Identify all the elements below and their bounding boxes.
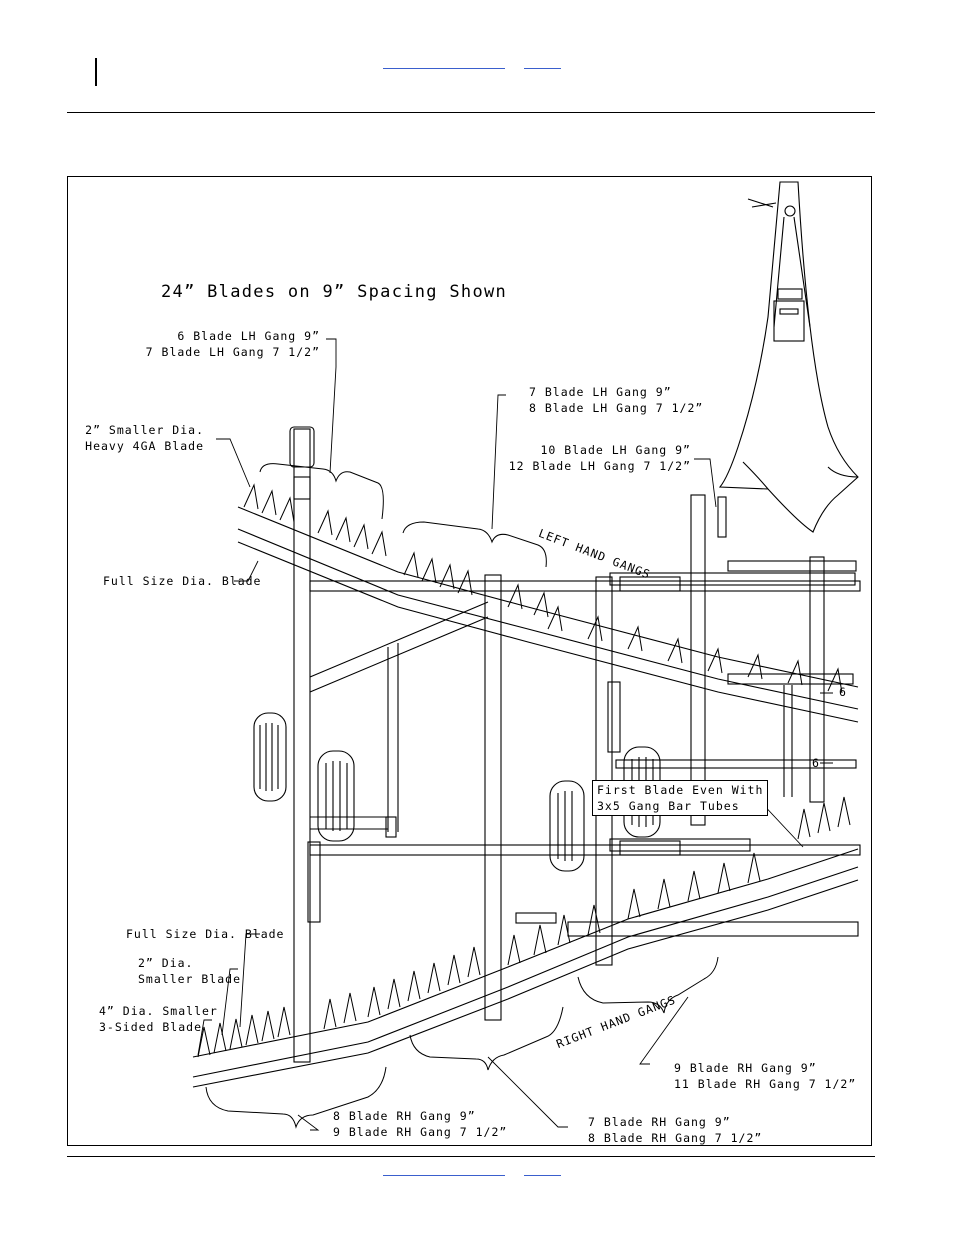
footer-rule bbox=[67, 1156, 875, 1157]
cylinders bbox=[289, 426, 727, 924]
label-lh6-gang-line1: 6 Blade LH Gang 9” bbox=[177, 329, 320, 343]
label-four-dia-line2: 3-Sided Blade bbox=[99, 1020, 203, 1034]
footer-link-left[interactable] bbox=[383, 1175, 505, 1176]
header-rule bbox=[67, 112, 875, 113]
label-lh10-gang-line2: 12 Blade LH Gang 7 1/2” bbox=[508, 459, 691, 473]
gang-braces bbox=[205, 463, 719, 1129]
label-full-size-blade-bottom: Full Size Dia. Blade bbox=[126, 927, 285, 941]
label-full-size-blade-top: Full Size Dia. Blade bbox=[103, 574, 262, 588]
label-first-blade-line1: First Blade Even With bbox=[597, 783, 764, 797]
header-margin-bar bbox=[95, 58, 97, 86]
figure-title: 24” Blades on 9” Spacing Shown bbox=[161, 282, 508, 302]
header-link-right[interactable] bbox=[524, 68, 561, 69]
label-lh10-gang-line1: 10 Blade LH Gang 9” bbox=[540, 443, 691, 457]
figure-frame: 24” Blades on 9” Spacing Shown 6 Blade L… bbox=[67, 176, 872, 1146]
frame-diagonals bbox=[309, 601, 489, 838]
label-rh8-gang-line2: 9 Blade RH Gang 7 1/2” bbox=[333, 1125, 508, 1139]
label-lh6-gang-line2: 7 Blade LH Gang 7 1/2” bbox=[145, 345, 320, 359]
label-lh7-gang-line1: 7 Blade LH Gang 9” bbox=[529, 385, 672, 399]
label-rh9-gang-line1: 9 Blade RH Gang 9” bbox=[674, 1061, 817, 1075]
label-rh9-gang-line2: 11 Blade RH Gang 7 1/2” bbox=[674, 1077, 857, 1091]
rh-blades bbox=[197, 796, 851, 1058]
label-first-blade-line2: 3x5 Gang Bar Tubes bbox=[597, 799, 740, 813]
label-rh7-gang-line1: 7 Blade RH Gang 9” bbox=[588, 1115, 731, 1129]
label-six-b: 6 bbox=[812, 756, 820, 770]
label-first-blade-box: First Blade Even With 3x5 Gang Bar Tubes bbox=[592, 780, 769, 816]
footer-link-right[interactable] bbox=[524, 1175, 561, 1176]
label-rh7-gang-line2: 8 Blade RH Gang 7 1/2” bbox=[588, 1131, 763, 1145]
label-smaller-blade-line2: Heavy 4GA Blade bbox=[85, 439, 204, 453]
rh-gang-bars bbox=[192, 848, 859, 1088]
hitch-tongue bbox=[718, 181, 859, 533]
header-link-left[interactable] bbox=[383, 68, 505, 69]
label-two-dia-line2: Smaller Blade bbox=[138, 972, 242, 986]
label-smaller-blade-line1: 2” Smaller Dia. bbox=[85, 423, 204, 437]
label-six-a: 6 bbox=[839, 685, 847, 699]
label-rh8-gang-line1: 8 Blade RH Gang 9” bbox=[333, 1109, 476, 1123]
label-two-dia-line1: 2” Dia. bbox=[138, 956, 194, 970]
label-four-dia-line1: 4” Dia. Smaller bbox=[99, 1004, 218, 1018]
machine-drawing bbox=[192, 181, 861, 1131]
frame-bars bbox=[309, 560, 861, 937]
lh-gang-bars bbox=[237, 506, 859, 723]
lh-blades bbox=[243, 483, 843, 694]
frame-posts bbox=[293, 476, 825, 1063]
label-lh7-gang-line2: 8 Blade LH Gang 7 1/2” bbox=[529, 401, 704, 415]
